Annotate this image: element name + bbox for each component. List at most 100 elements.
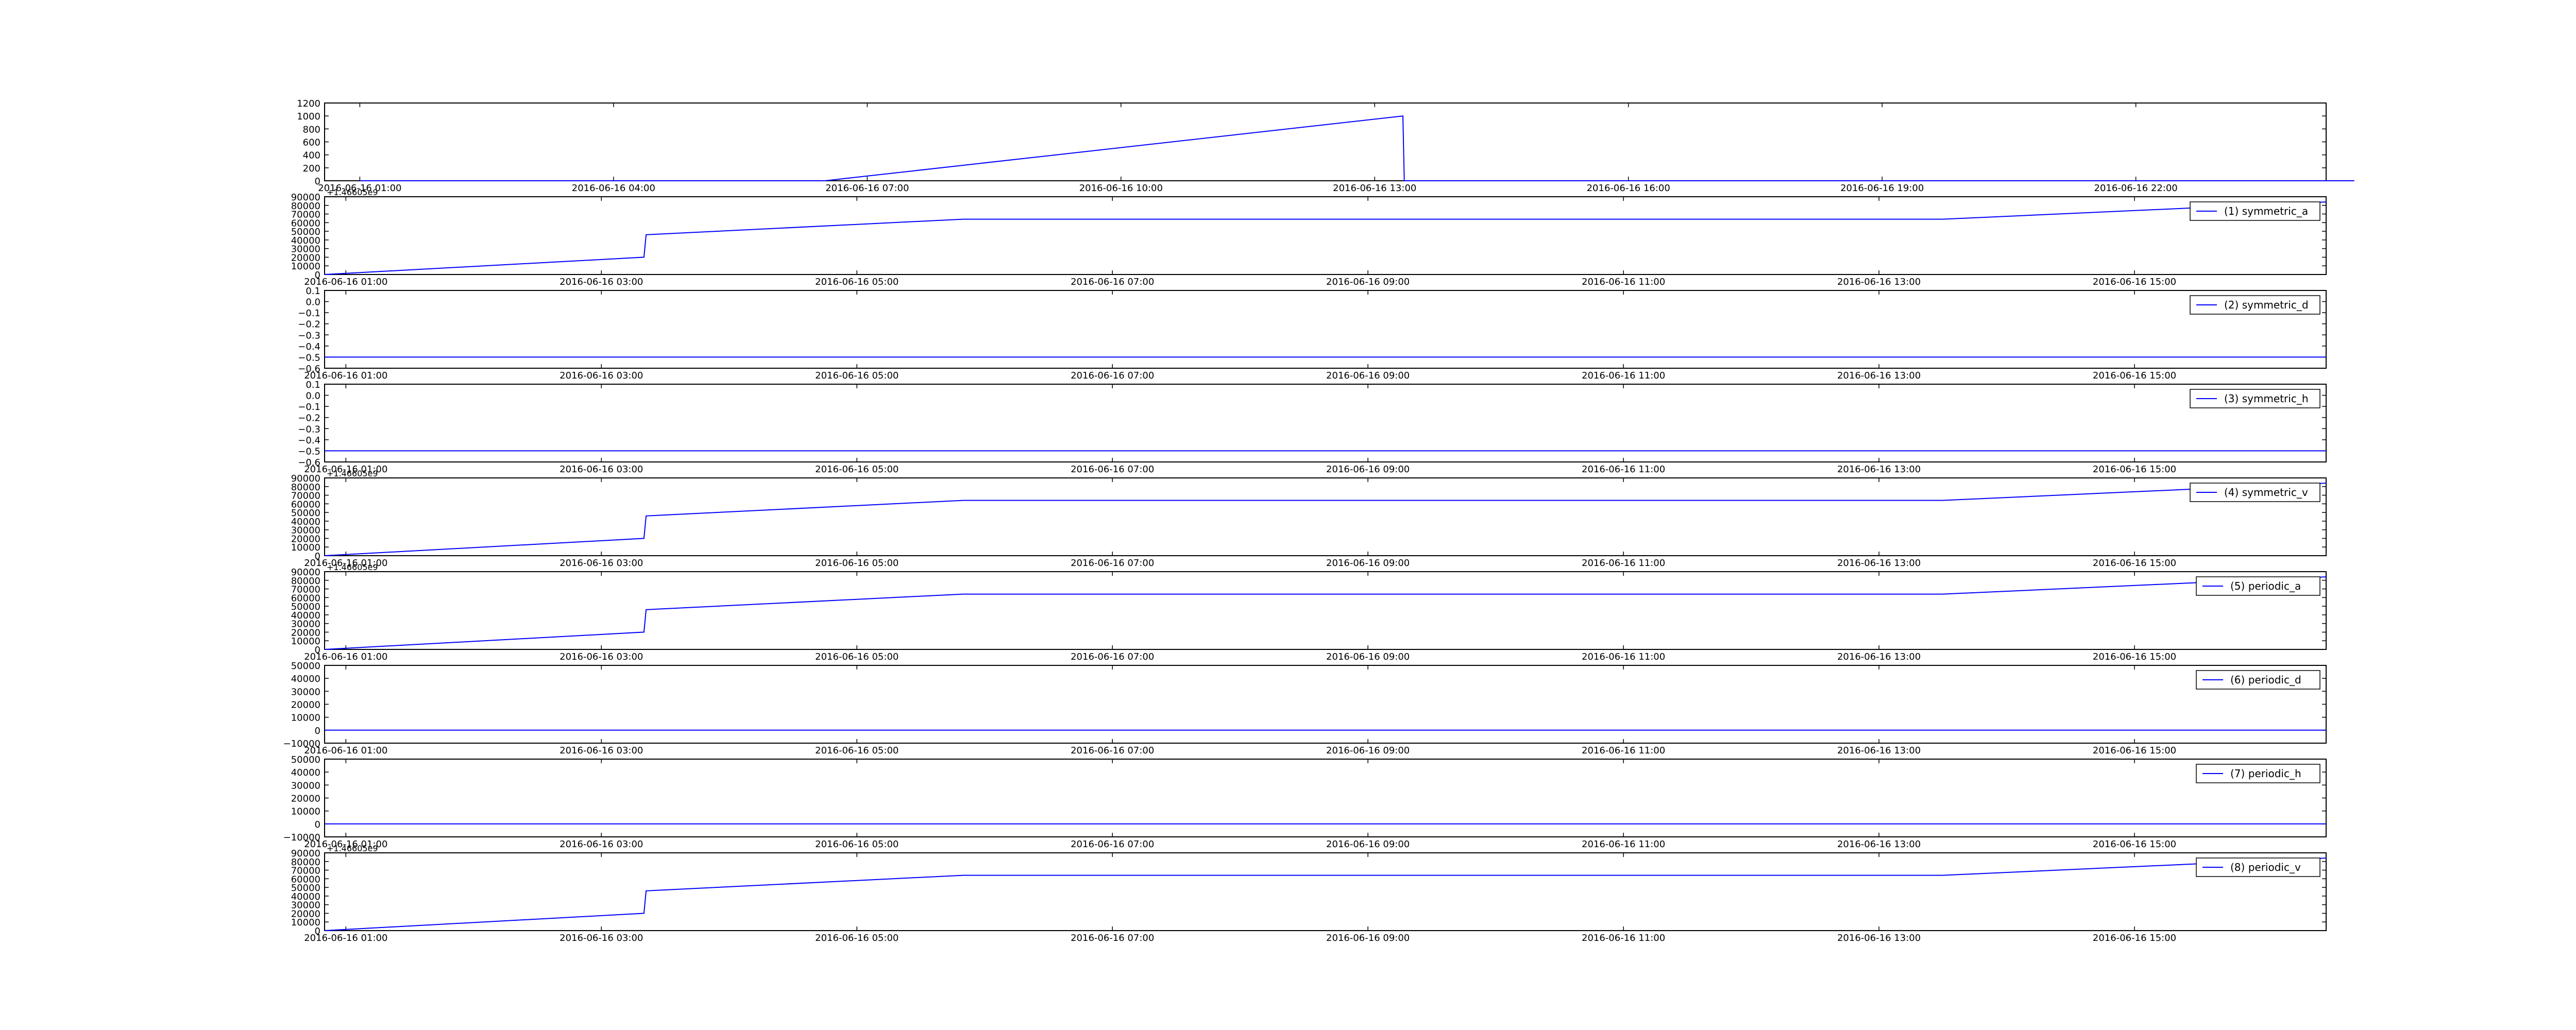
x-tick-label: 2016-06-16 03:00 xyxy=(560,277,643,287)
axis-offset-label: +1.46605e9 xyxy=(327,562,378,572)
y-tick-label: 80000 xyxy=(291,482,320,493)
x-tick-label: 2016-06-16 03:00 xyxy=(560,933,643,943)
x-tick-label: 2016-06-16 07:00 xyxy=(1071,933,1154,943)
x-tick-label: 2016-06-16 01:00 xyxy=(304,558,387,569)
x-tick-label: 2016-06-16 09:00 xyxy=(1326,277,1410,287)
x-tick-label: 2016-06-16 11:00 xyxy=(1582,277,1665,287)
y-tick-label: 20000 xyxy=(291,627,320,638)
y-tick-label: 70000 xyxy=(291,491,320,502)
series-line xyxy=(324,857,2327,931)
x-tick-label: 2016-06-16 07:00 xyxy=(825,183,909,194)
x-tick-label: 2016-06-16 13:00 xyxy=(1837,933,1921,943)
x-tick-label: 2016-06-16 01:00 xyxy=(304,933,387,943)
x-tick-label: 2016-06-16 16:00 xyxy=(1587,183,1670,194)
legend-label: (1) symmetric_a xyxy=(2224,205,2308,217)
y-tick-label: 80000 xyxy=(291,576,320,587)
y-tick-label: 80000 xyxy=(291,857,320,868)
y-tick-label: −0.2 xyxy=(298,413,320,424)
series-line xyxy=(324,201,2327,275)
series-line xyxy=(360,115,2354,181)
axis-offset-label: +1.46605e9 xyxy=(327,844,378,853)
x-tick-label: 2016-06-16 13:00 xyxy=(1837,745,1921,756)
x-tick-label: 2016-06-16 15:00 xyxy=(2093,651,2176,662)
x-tick-label: 2016-06-16 15:00 xyxy=(2093,933,2176,943)
y-tick-label: 30000 xyxy=(291,780,320,791)
y-tick-label: 30000 xyxy=(291,619,320,630)
y-tick-label: 10000 xyxy=(291,806,320,817)
legend-label: (6) periodic_d xyxy=(2230,674,2301,686)
x-tick-label: 2016-06-16 13:00 xyxy=(1333,183,1416,194)
y-tick-label: 60000 xyxy=(291,218,320,229)
x-tick-label: 2016-06-16 01:00 xyxy=(304,370,387,381)
x-tick-label: 2016-06-16 05:00 xyxy=(815,464,899,475)
y-tick-label: 20000 xyxy=(291,700,320,711)
x-tick-label: 2016-06-16 15:00 xyxy=(2093,277,2176,287)
x-tick-label: 2016-06-16 05:00 xyxy=(815,558,899,569)
subplot-4: −0.6−0.5−0.4−0.3−0.2−0.10.00.12016-06-16… xyxy=(298,380,2327,475)
y-tick-label: −0.3 xyxy=(298,424,320,435)
y-tick-label: 30000 xyxy=(291,900,320,911)
y-tick-label: 60000 xyxy=(291,593,320,604)
legend: (1) symmetric_a xyxy=(2190,201,2320,221)
y-tick-label: 10000 xyxy=(291,917,320,928)
y-tick-label: −0.3 xyxy=(298,330,320,341)
x-tick-label: 2016-06-16 09:00 xyxy=(1326,839,1410,850)
x-tick-label: 2016-06-16 03:00 xyxy=(560,370,643,381)
axes-frame xyxy=(324,384,2327,462)
y-tick-label: 10000 xyxy=(291,713,320,724)
legend: (2) symmetric_d xyxy=(2190,295,2320,315)
axes-frame xyxy=(324,102,2327,181)
x-tick-label: 2016-06-16 01:00 xyxy=(304,277,387,287)
axis-offset-label: +1.46605e9 xyxy=(327,187,378,197)
y-tick-label: 10000 xyxy=(291,542,320,553)
y-tick-label: 50000 xyxy=(291,883,320,894)
y-tick-label: 30000 xyxy=(291,686,320,697)
legend: (8) periodic_v xyxy=(2196,857,2320,877)
x-tick-label: 2016-06-16 15:00 xyxy=(2093,745,2176,756)
axes-frame xyxy=(324,759,2327,837)
x-tick-label: 2016-06-16 03:00 xyxy=(560,464,643,475)
x-tick-label: 2016-06-16 13:00 xyxy=(1837,651,1921,662)
x-tick-label: 2016-06-16 11:00 xyxy=(1582,370,1665,381)
y-tick-label: −10000 xyxy=(283,832,320,843)
x-tick-label: 2016-06-16 11:00 xyxy=(1582,839,1665,850)
y-tick-label: 90000 xyxy=(291,192,320,203)
subplot-8: −10000010000200003000040000500002016-06-… xyxy=(283,754,2327,850)
x-tick-label: 2016-06-16 01:00 xyxy=(304,745,387,756)
x-tick-label: 2016-06-16 05:00 xyxy=(815,933,899,943)
y-tick-label: 40000 xyxy=(291,891,320,902)
legend-label: (4) symmetric_v xyxy=(2224,486,2308,499)
y-tick-label: −0.5 xyxy=(298,352,320,363)
axes-frame xyxy=(324,290,2327,369)
legend-label: (2) symmetric_d xyxy=(2224,299,2309,311)
y-tick-label: 20000 xyxy=(291,794,320,804)
x-tick-label: 2016-06-16 01:00 xyxy=(304,839,387,850)
y-tick-label: 60000 xyxy=(291,499,320,510)
y-tick-label: 0 xyxy=(315,176,320,187)
y-tick-label: 40000 xyxy=(291,767,320,778)
x-tick-label: 2016-06-16 13:00 xyxy=(1837,277,1921,287)
axes-frame xyxy=(324,571,2327,650)
x-tick-label: 2016-06-16 11:00 xyxy=(1582,558,1665,569)
x-tick-label: 2016-06-16 15:00 xyxy=(2093,464,2176,475)
x-tick-label: 2016-06-16 11:00 xyxy=(1582,933,1665,943)
x-tick-label: 2016-06-16 13:00 xyxy=(1837,839,1921,850)
x-tick-label: 2016-06-16 05:00 xyxy=(815,277,899,287)
y-tick-label: 40000 xyxy=(291,610,320,621)
y-tick-label: 50000 xyxy=(291,602,320,612)
y-tick-label: 40000 xyxy=(291,235,320,246)
x-tick-label: 2016-06-16 05:00 xyxy=(815,651,899,662)
x-tick-label: 2016-06-16 15:00 xyxy=(2093,370,2176,381)
axes-frame xyxy=(324,852,2327,931)
y-tick-label: 50000 xyxy=(291,754,320,765)
x-tick-label: 2016-06-16 03:00 xyxy=(560,651,643,662)
y-tick-label: 20000 xyxy=(291,534,320,544)
legend-label: (7) periodic_h xyxy=(2230,767,2301,780)
y-tick-label: 0 xyxy=(315,551,320,562)
y-tick-label: −0.4 xyxy=(298,435,320,446)
y-tick-label: 10000 xyxy=(291,261,320,272)
y-tick-label: 0 xyxy=(315,270,320,281)
subplot-9: 0100002000030000400005000060000700008000… xyxy=(291,844,2327,943)
x-tick-label: 2016-06-16 10:00 xyxy=(1079,183,1163,194)
y-tick-label: 90000 xyxy=(291,848,320,859)
